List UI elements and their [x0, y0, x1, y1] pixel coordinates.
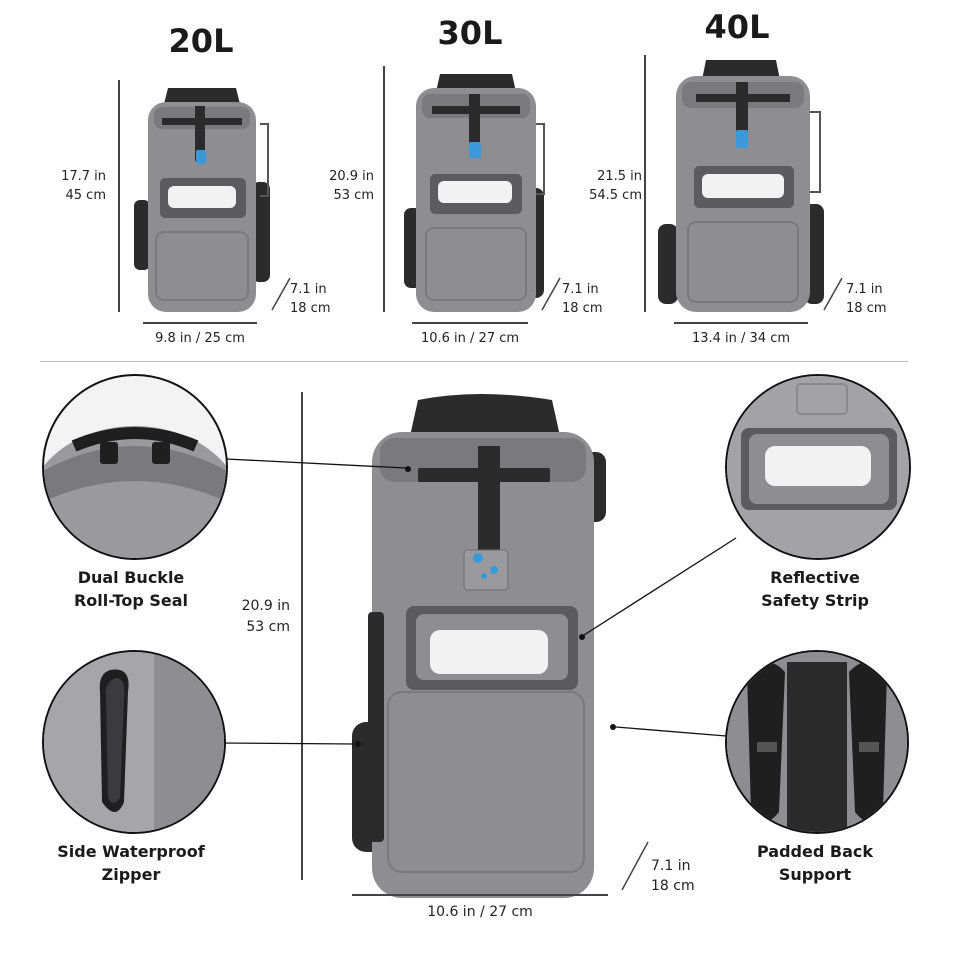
backpack-20l — [128, 82, 278, 312]
depth-line-main — [618, 840, 652, 892]
height-line-30l — [383, 66, 385, 312]
width-line-40l — [674, 322, 808, 324]
depth-line-30l — [538, 276, 564, 312]
height-dim-20l: 17.7 in 45 cm — [61, 169, 106, 203]
feature-label-zipper: Side Waterproof Zipper — [57, 842, 205, 884]
depth-dim-main: 7.1 in 18 cm — [651, 858, 695, 894]
height-dim-30l: 20.9 in 53 cm — [329, 169, 374, 203]
backpack-main — [338, 392, 628, 904]
height-dim-main: 20.9 in 53 cm — [241, 598, 290, 635]
reflective-strip-icon — [725, 374, 911, 560]
feature-label-buckle: Dual Buckle Roll-Top Seal — [73, 568, 189, 610]
section-divider — [40, 361, 908, 362]
size-label-30l: 30L — [437, 14, 503, 52]
width-line-30l — [412, 322, 528, 324]
depth-dim-30l: 7.1 in 18 cm — [562, 282, 603, 316]
backpack-30l — [396, 68, 556, 314]
side-zipper-icon — [42, 650, 226, 834]
width-dim-main: 10.6 in / 27 cm — [427, 904, 533, 920]
depth-line-20l — [268, 276, 294, 312]
width-dim-40l: 13.4 in / 34 cm — [691, 331, 791, 346]
height-line-20l — [118, 80, 120, 312]
feature-label-padded: Padded Back Support — [757, 842, 873, 884]
height-line-40l — [644, 55, 646, 312]
width-dim-30l: 10.6 in / 27 cm — [420, 331, 520, 346]
padded-straps-icon — [725, 650, 909, 834]
depth-line-40l — [820, 276, 846, 312]
backpack-40l — [656, 54, 828, 314]
roll-top-buckle-icon — [42, 374, 228, 560]
depth-dim-40l: 7.1 in 18 cm — [846, 282, 887, 316]
width-line-main — [352, 894, 608, 896]
size-label-40l: 40L — [704, 8, 770, 46]
depth-dim-20l: 7.1 in 18 cm — [290, 282, 331, 316]
height-dim-40l: 21.5 in 54.5 cm — [589, 169, 642, 203]
height-line-main — [301, 392, 303, 880]
width-line-20l — [143, 322, 257, 324]
feature-label-reflective: Reflective Safety Strip — [761, 568, 869, 610]
size-label-20l: 20L — [168, 22, 234, 60]
width-dim-20l: 9.8 in / 25 cm — [155, 331, 245, 346]
